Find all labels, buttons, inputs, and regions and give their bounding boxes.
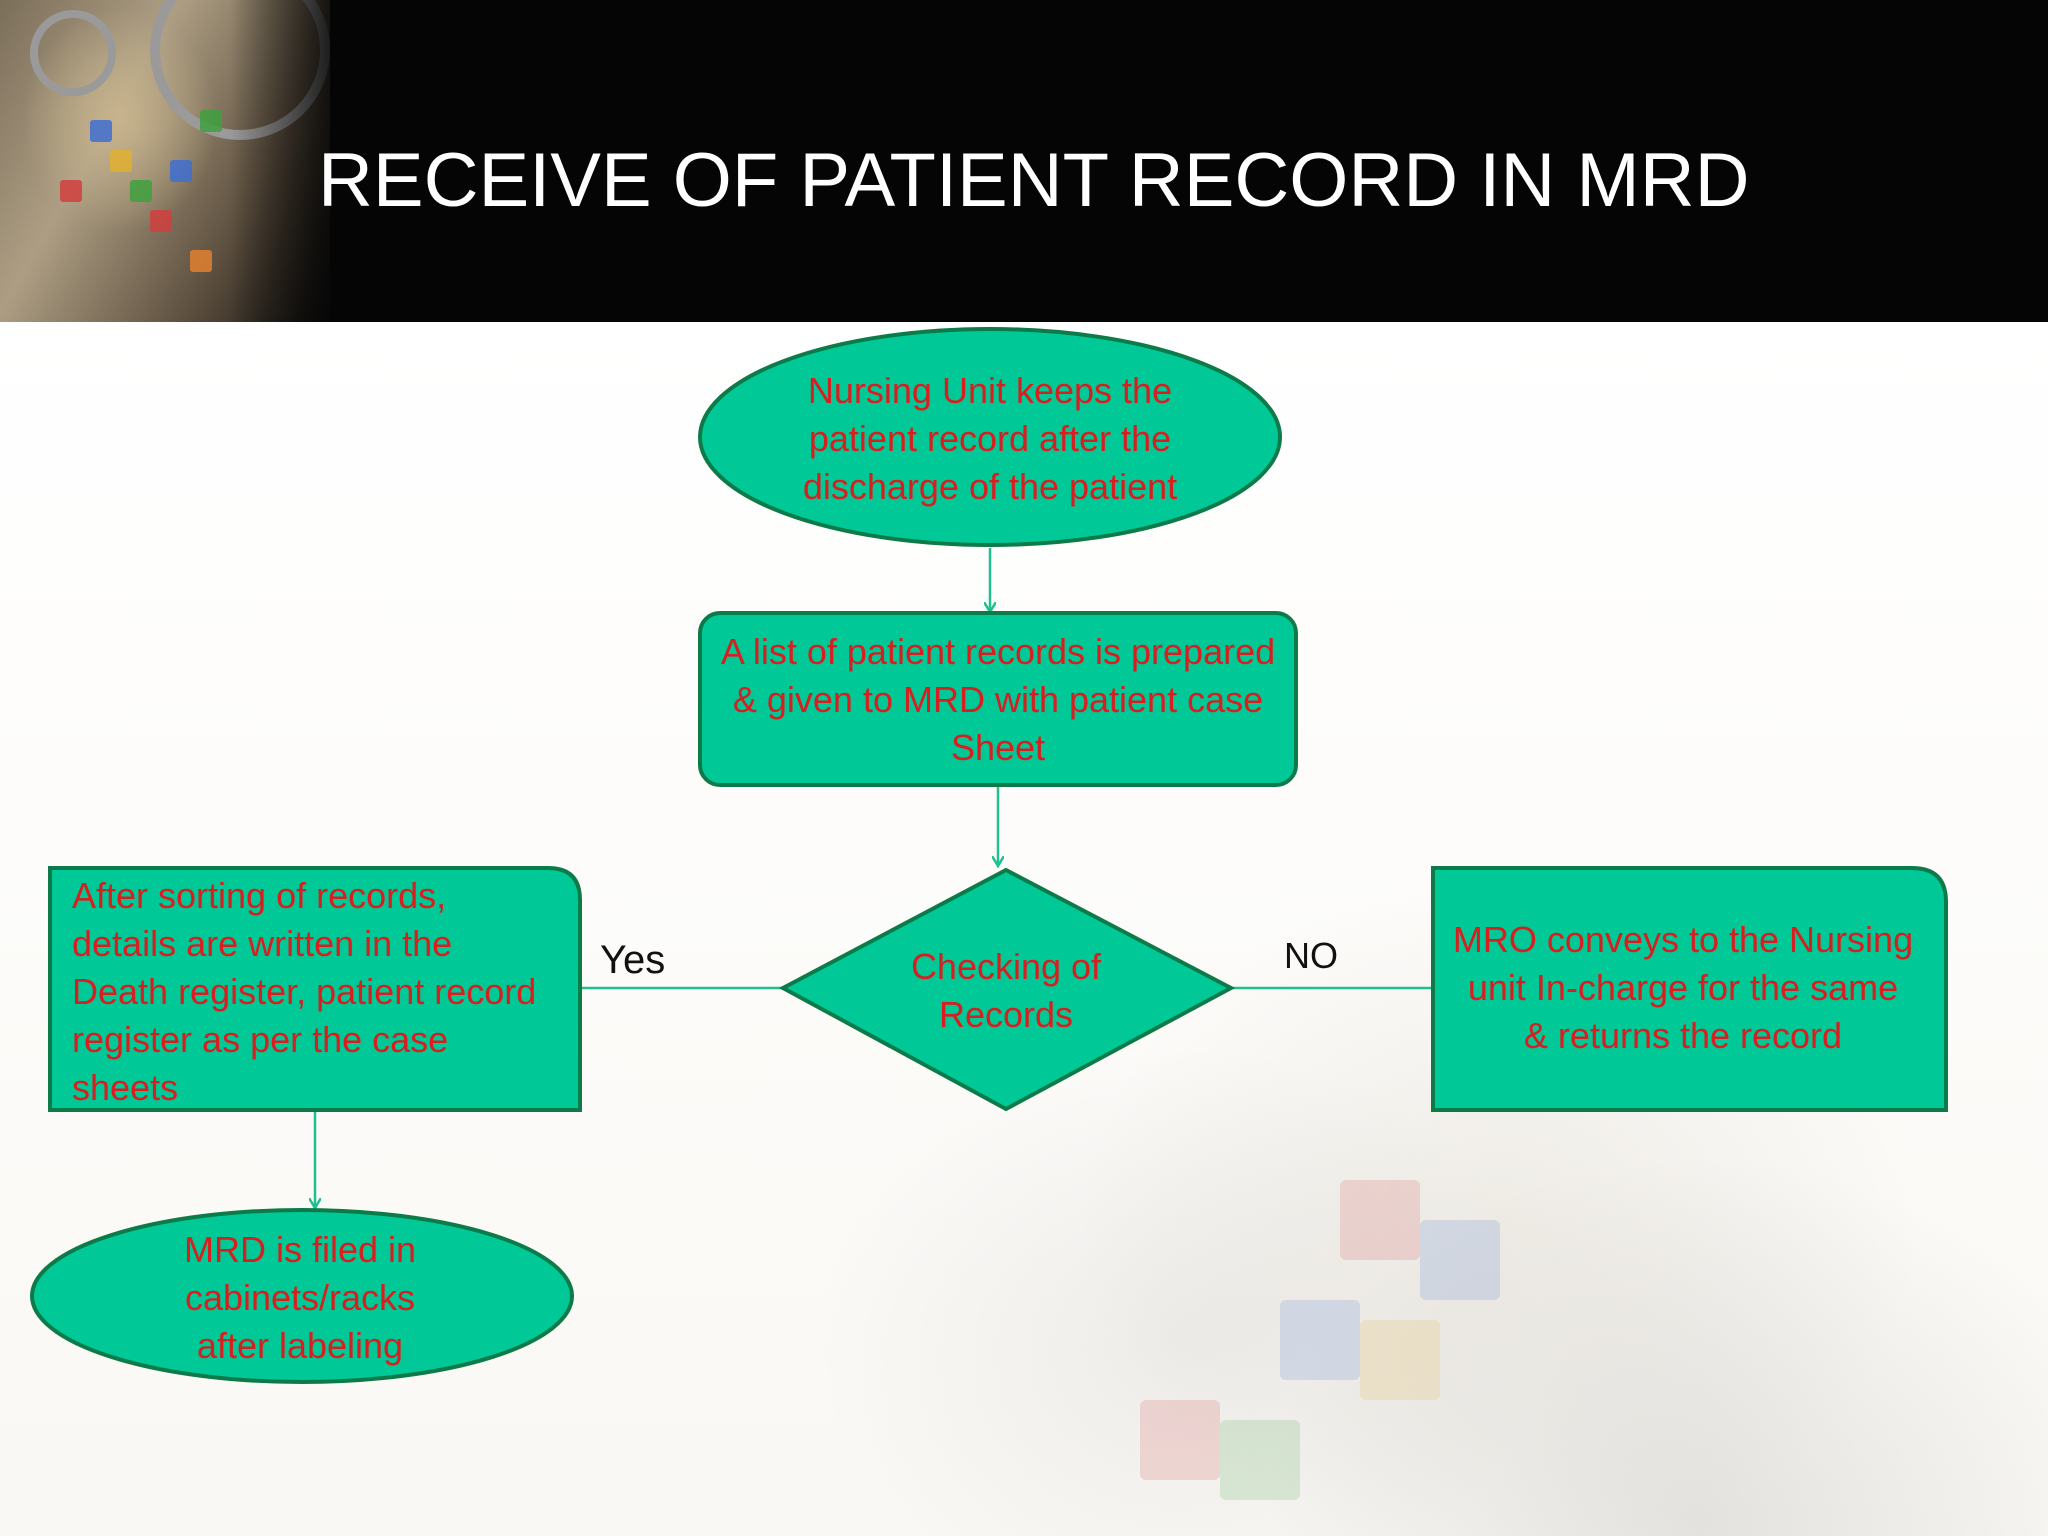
node-after-sorting-shape	[48, 866, 582, 1112]
header-bar: RECEIVE OF PATIENT RECORD IN MRD	[0, 0, 2048, 322]
file-tab	[170, 160, 192, 182]
node-list-prepared-text: A list of patient records is prepared & …	[720, 631, 1276, 768]
file-tab	[190, 250, 212, 272]
node-nursing-unit-text: Nursing Unit keeps the patient record af…	[802, 370, 1178, 507]
node-mrd-filed-text: MRD is filed in cabinets/racks after lab…	[183, 1229, 417, 1366]
node-mro-conveys-text: MRO conveys to the Nursing unit In-charg…	[1452, 919, 1914, 1056]
file-tab	[130, 180, 152, 202]
node-checking-text: Checking of Records	[910, 946, 1102, 1035]
file-tab	[110, 150, 132, 172]
background-tile	[1220, 1420, 1300, 1500]
stethoscope-graphic	[30, 10, 116, 96]
background-tile	[1340, 1180, 1420, 1260]
background-tile	[1360, 1320, 1440, 1400]
file-tab	[90, 120, 112, 142]
file-tab	[150, 210, 172, 232]
background-tile	[1420, 1220, 1500, 1300]
node-after-sorting-text: After sorting of records, details are wr…	[72, 875, 537, 1108]
yes-label: Yes	[600, 938, 666, 982]
header-fade	[230, 0, 350, 322]
node-mrd-filed-shape	[30, 1208, 574, 1384]
node-list-prepared-shape	[698, 611, 1298, 787]
page-title: RECEIVE OF PATIENT RECORD IN MRD	[318, 138, 1750, 223]
node-nursing-unit-shape	[698, 327, 1282, 547]
background-tile	[1280, 1300, 1360, 1380]
no-label: NO	[1284, 935, 1338, 976]
file-tab	[200, 110, 222, 132]
background-tile	[1140, 1400, 1220, 1480]
node-mro-conveys-shape	[1431, 866, 1948, 1112]
node-checking-shape	[778, 867, 1236, 1112]
file-tab	[60, 180, 82, 202]
